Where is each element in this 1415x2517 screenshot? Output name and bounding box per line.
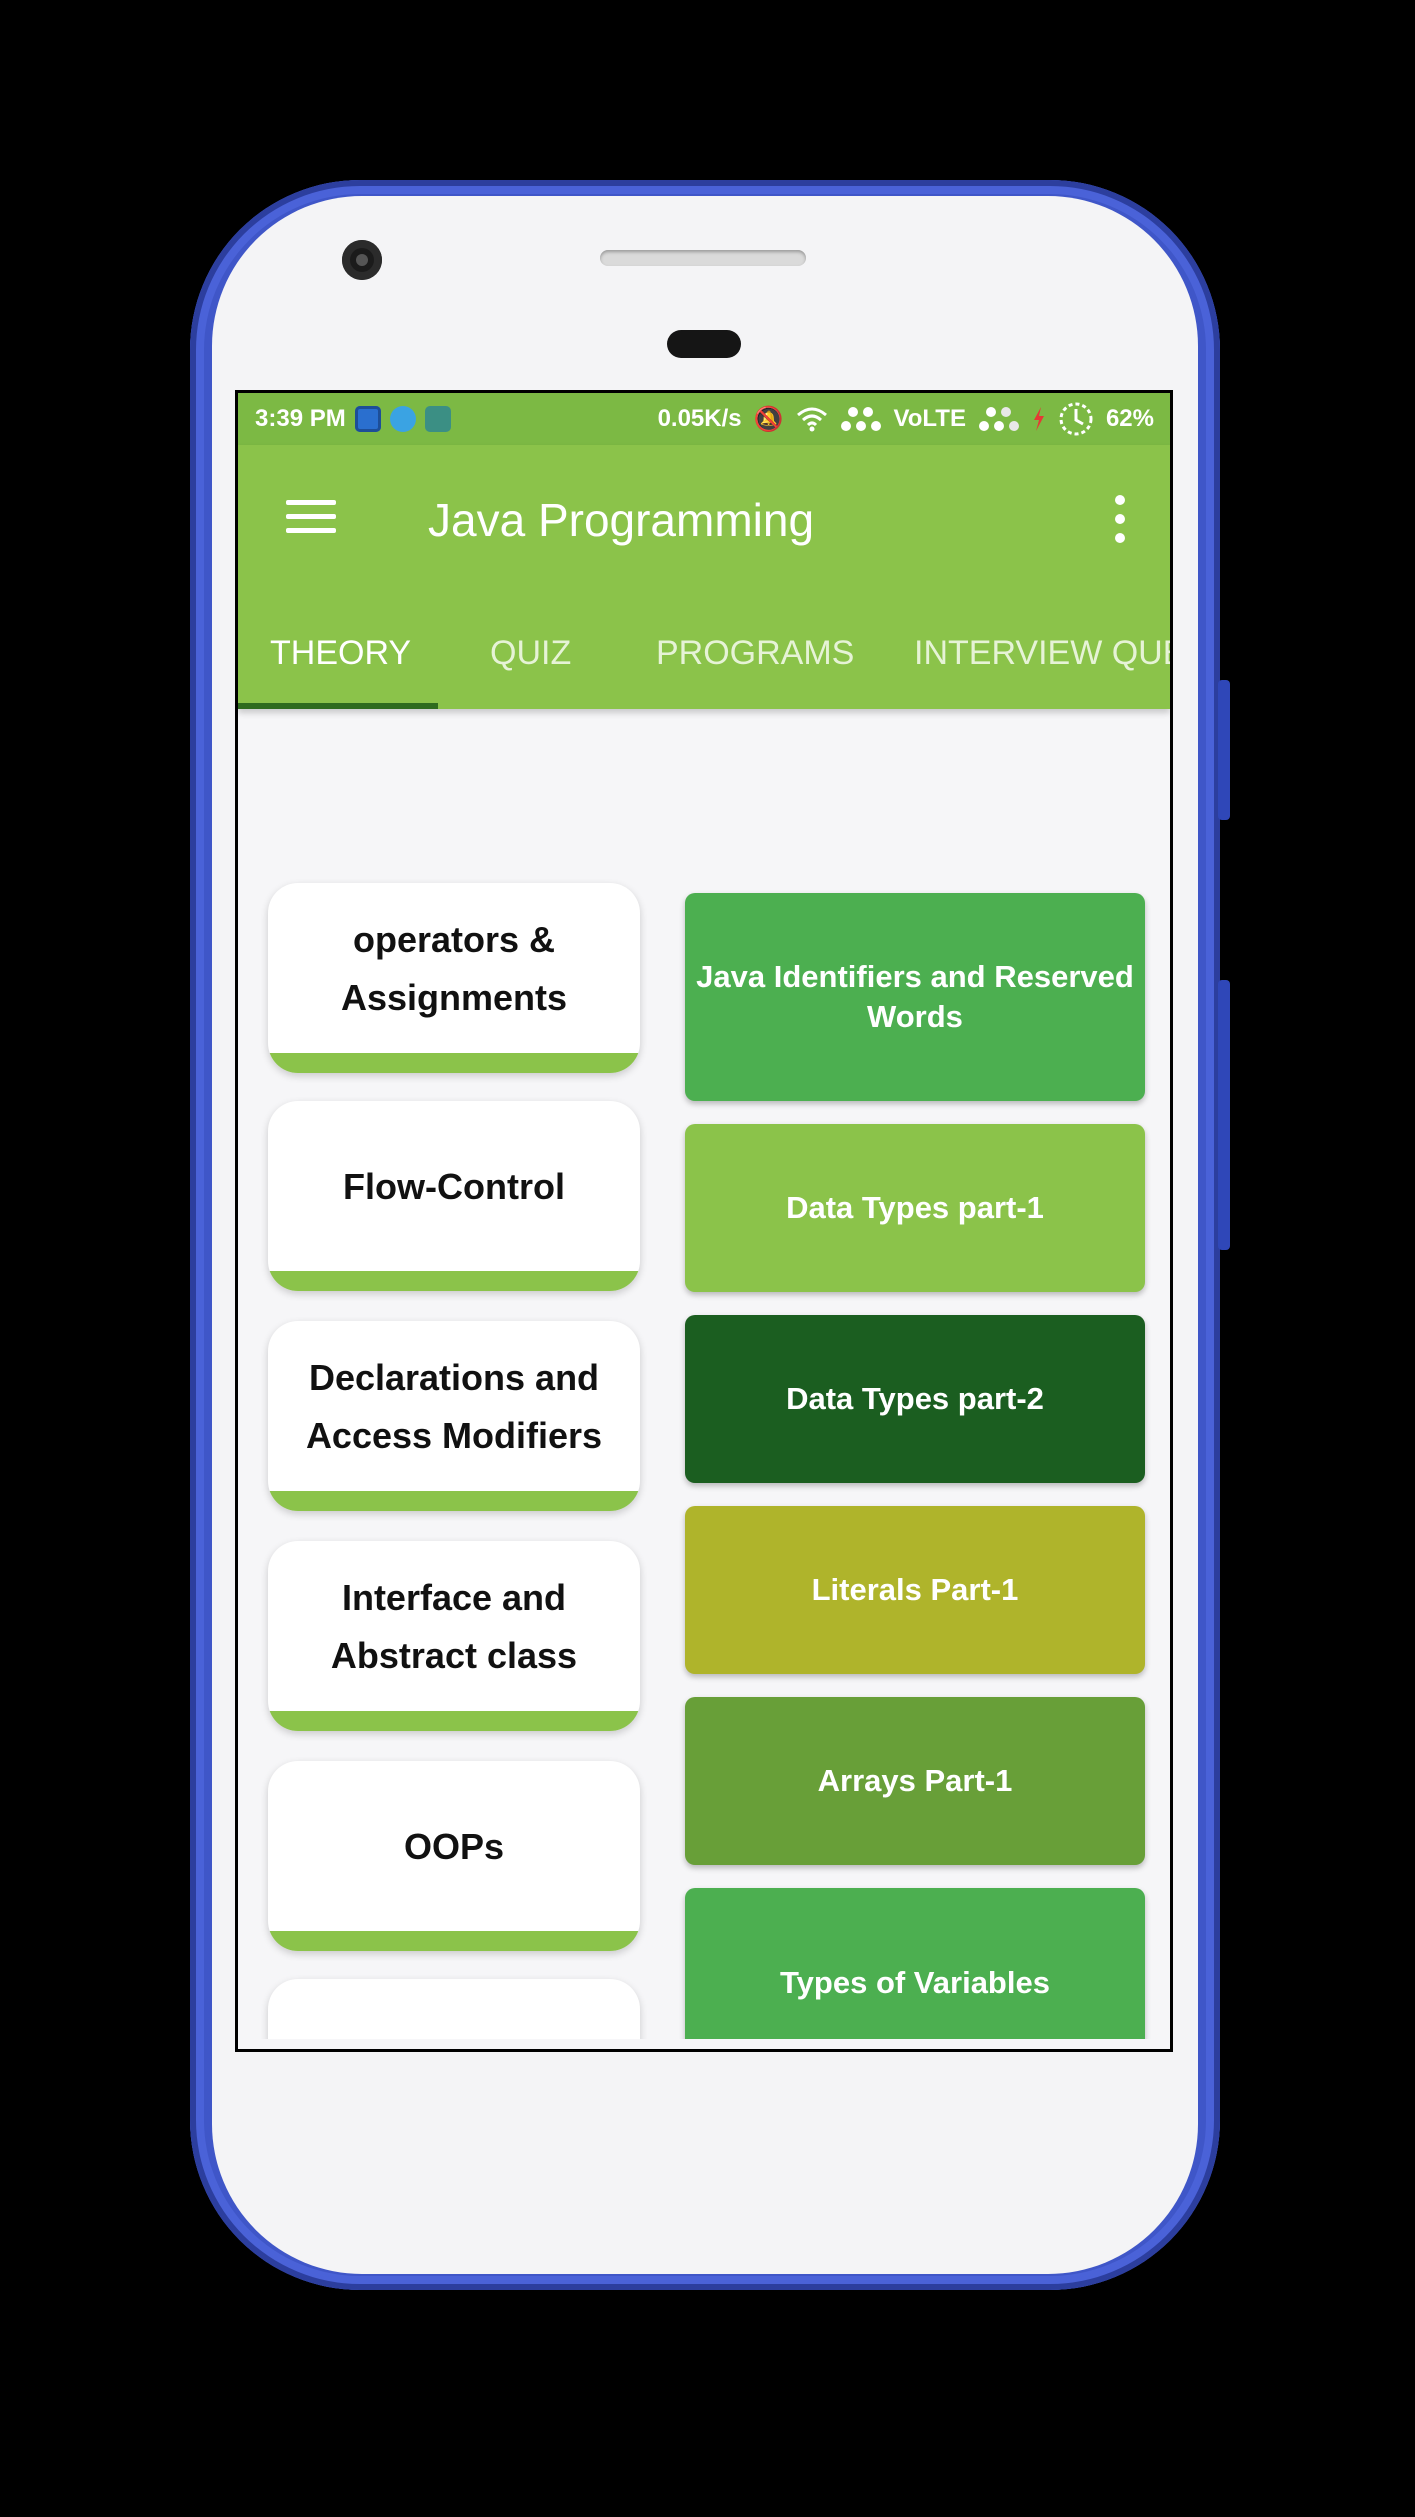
topic-card-accent [268,1491,640,1511]
phone-screen: 3:39 PM 0.05K/s 🔕 VoLTE [235,390,1173,2052]
topic-card[interactable]: operators & Assignments [268,883,640,1073]
topic-tile-label: Types of Variables [780,1965,1050,2000]
topic-tile[interactable]: Java Identifiers and Reserved Words [685,893,1145,1101]
tab-programs[interactable]: PROGRAMS [656,634,855,672]
hamburger-menu-icon[interactable] [286,500,336,534]
topic-card-label: operators & Assignments [340,919,568,1018]
topic-card[interactable]: Declarations and Access Modifiers [268,1321,640,1511]
signal-icon [978,407,1019,431]
wifi-icon [796,407,827,432]
hike-icon [354,406,381,432]
topic-card-accent [268,1053,640,1073]
earpiece-speaker [600,250,806,266]
topic-card-label: Interface and Abstract class [330,1577,578,1676]
topic-tile[interactable]: Literals Part-1 [685,1506,1145,1674]
telegram-icon [389,406,416,432]
topic-card-label: Declarations and Access Modifiers [305,1357,603,1456]
signal-icon [840,407,881,431]
volume-button [1218,680,1230,820]
topic-tile-label: Data Types part-2 [786,1381,1044,1416]
topic-card[interactable]: Flow-Control [268,1101,640,1291]
app-bar: Java Programming THEORY QUIZ PROGRAMS IN… [238,445,1170,709]
topic-card-accent [268,1711,640,1731]
topic-tile[interactable]: Types of Variables [685,1888,1145,2049]
tab-theory[interactable]: THEORY [270,634,412,672]
topic-card[interactable]: OOPs [268,1761,640,1951]
battery-icon [1059,402,1093,436]
charging-icon [1033,407,1044,431]
app-icon [424,406,451,432]
topic-tile[interactable]: Data Types part-2 [685,1315,1145,1483]
battery-percent: 62% [1105,405,1154,432]
topic-tile[interactable]: Data Types part-1 [685,1124,1145,1292]
tab-interview-questions[interactable]: INTERVIEW QUE [914,634,1170,672]
topic-tile-label: Data Types part-1 [786,1190,1044,1225]
tab-quiz[interactable]: QUIZ [490,634,572,672]
topic-card-accent [268,1931,640,1951]
status-right: 0.05K/s 🔕 VoLTE [658,393,1154,445]
app-screen: 3:39 PM 0.05K/s 🔕 VoLTE [238,393,1170,2049]
status-bar: 3:39 PM 0.05K/s 🔕 VoLTE [238,393,1170,445]
topic-tile[interactable]: Arrays Part-1 [685,1697,1145,1865]
topic-card[interactable] [268,1979,640,2049]
topic-tile-label: Literals Part-1 [811,1572,1019,1607]
power-button [1218,980,1230,1250]
topic-card-label: OOPs [403,1826,505,1867]
tab-bar: THEORY QUIZ PROGRAMS INTERVIEW QUE [238,615,1170,709]
more-options-icon[interactable] [1114,495,1126,543]
tab-indicator [238,703,438,709]
topic-tile-label: Java Identifiers and Reserved Words [696,959,1134,1034]
proximity-sensor [667,330,741,358]
topic-tile-label: Arrays Part-1 [817,1763,1013,1798]
list-bottom-edge [238,2039,1170,2049]
app-title: Java Programming [428,494,815,546]
status-time: 3:39 PM [255,405,346,432]
topic-card-accent [268,1271,640,1291]
mute-icon: 🔕 [753,405,784,433]
camera-icon [342,240,382,280]
network-type: VoLTE [893,405,966,432]
topic-card-label: Flow-Control [343,1166,565,1207]
network-speed: 0.05K/s [657,405,742,432]
topic-card[interactable]: Interface and Abstract class [268,1541,640,1731]
